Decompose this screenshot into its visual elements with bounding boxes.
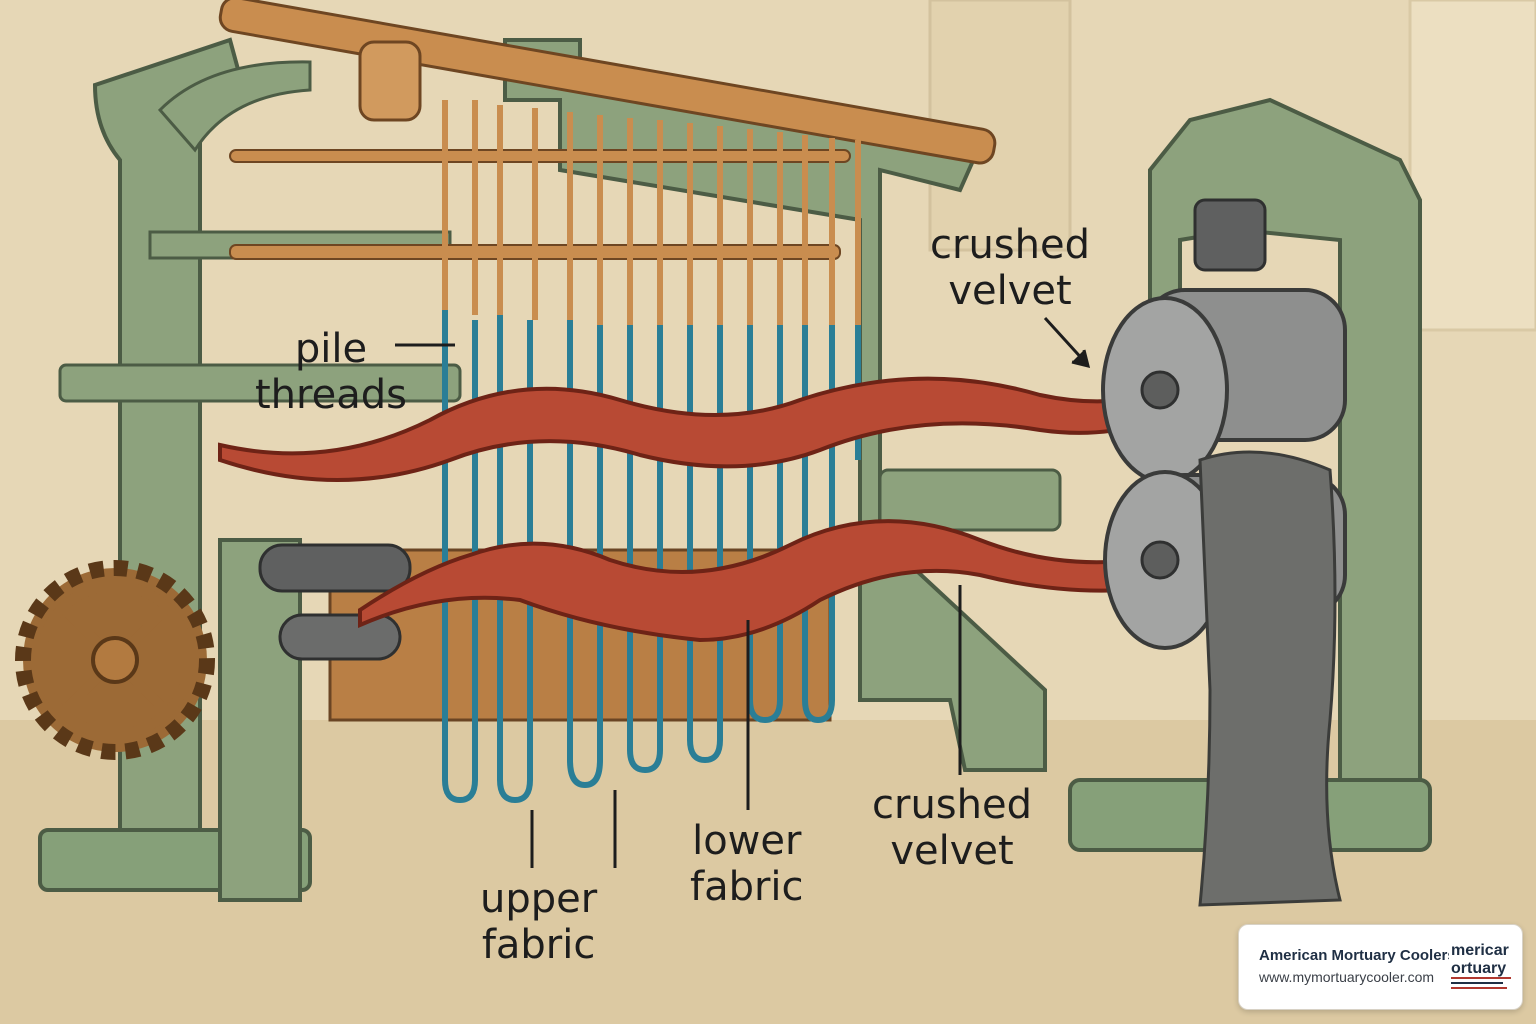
- label-pile-threads-line2: threads: [255, 372, 407, 418]
- label-lower-fabric: lower fabric: [690, 818, 804, 910]
- label-upper-fabric-line2: fabric: [481, 922, 596, 968]
- watermark-url[interactable]: www.mymortuarycooler.com: [1259, 969, 1435, 985]
- label-crushed-velvet-bottom: crushed velvet: [872, 782, 1032, 874]
- pile-thread-group: [442, 100, 861, 804]
- leader-crushed-top: [1043, 316, 1087, 364]
- gear-wheel: [15, 560, 215, 760]
- roller-left-front: [278, 613, 402, 661]
- rod-collar: [358, 40, 422, 122]
- loom-side-bracket: [878, 468, 1062, 532]
- top-warp-rod: [218, 0, 997, 260]
- roller-upper-axle: [1140, 370, 1180, 410]
- rod-middle: [229, 149, 851, 163]
- label-lower-fabric-line2: fabric: [690, 864, 804, 910]
- crushing-press: [1068, 97, 1432, 907]
- roller-lower-axle: [1140, 540, 1180, 580]
- leader-crushed-top-arrow: [1071, 349, 1091, 369]
- company-logo-icon: mericar ortuary: [1449, 939, 1515, 995]
- watermark-card[interactable]: American Mortuary Coolers www.mymortuary…: [1238, 924, 1523, 1010]
- label-crushed-velvet-bottom-line1: crushed: [872, 782, 1032, 828]
- wall-panel-right: [1408, 0, 1536, 332]
- label-crushed-velvet-top-line1: crushed: [930, 222, 1090, 268]
- label-upper-fabric: upper fabric: [480, 876, 597, 968]
- label-upper-fabric-line1: upper: [480, 876, 598, 922]
- logo-text-line1: mericar: [1451, 942, 1509, 959]
- watermark-company-name: American Mortuary Coolers: [1259, 947, 1456, 964]
- logo-text-line2: ortuary: [1451, 960, 1506, 977]
- label-pile-threads-line1: pile: [294, 326, 368, 372]
- label-pile-threads: pile threads: [255, 326, 407, 418]
- label-crushed-velvet-bottom-line2: velvet: [890, 828, 1014, 874]
- leader-lines: [395, 316, 1091, 868]
- loom-left-arch: [157, 60, 312, 153]
- label-lower-fabric-line1: lower: [692, 818, 802, 864]
- label-crushed-velvet-top-line2: velvet: [948, 268, 1072, 314]
- crushed-pile-drape: [1198, 450, 1342, 907]
- press-screw: [1193, 198, 1267, 272]
- label-crushed-velvet-top: crushed velvet: [930, 222, 1090, 314]
- loom-cross-bar-middle: [58, 363, 462, 403]
- roller-left-dark: [258, 543, 412, 593]
- loom-front-frame: [218, 538, 302, 902]
